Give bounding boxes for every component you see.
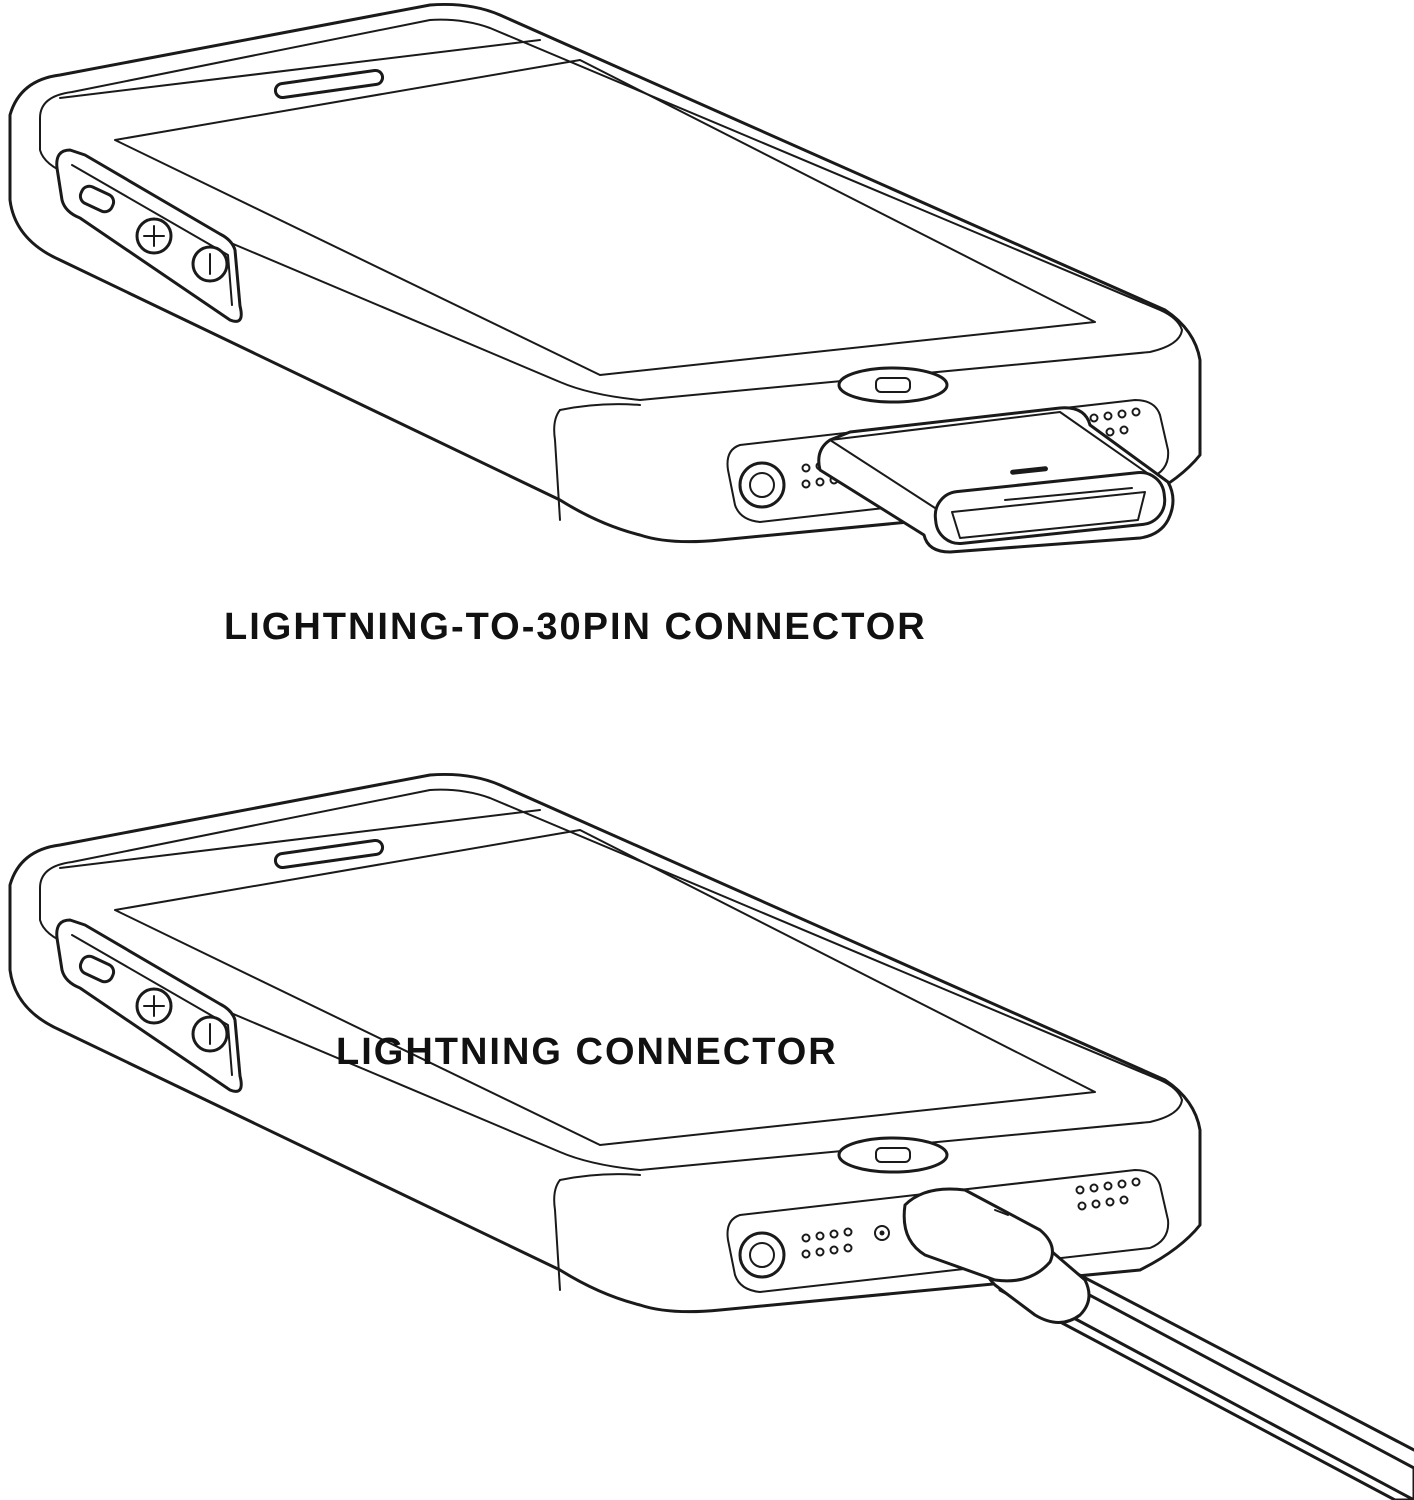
caption-lightning-to-30pin: LIGHTNING-TO-30PIN CONNECTOR bbox=[224, 606, 927, 648]
caption-lightning: LIGHTNING CONNECTOR bbox=[336, 1031, 838, 1073]
lightning-to-30pin-adapter-icon bbox=[817, 406, 1175, 554]
lightning-cable-icon bbox=[874, 1187, 1414, 1500]
